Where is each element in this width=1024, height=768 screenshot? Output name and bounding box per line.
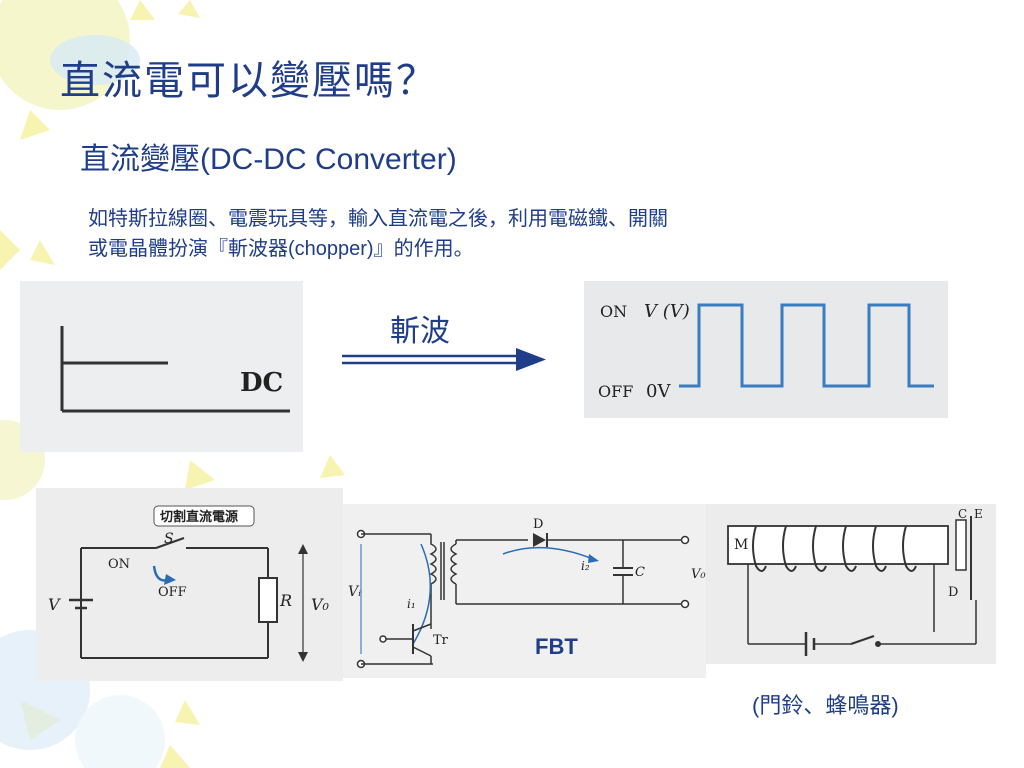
source-v-label: V	[48, 595, 61, 614]
fbt-circuit-figure: Vᵢ D i₁ i₂ C V₀ Tr	[343, 504, 706, 678]
bell-caption: (門鈴、蜂鳴器)	[752, 693, 899, 718]
switch-circuit-figure: 切割直流電源 S ON OFF V R V₀	[36, 488, 343, 681]
fbt-transistor-label: Tr	[433, 633, 449, 648]
fbt-output-label: V₀	[691, 567, 706, 582]
square-wave-line	[679, 303, 934, 388]
double-arrow-icon	[342, 348, 546, 371]
square-wave-figure: ON V (V) OFF 0V	[584, 281, 948, 418]
switch-off-label: OFF	[158, 585, 187, 600]
on-label: ON	[600, 302, 627, 321]
resistor-r-label: R	[279, 591, 292, 610]
zero-volt-label: 0V	[646, 381, 671, 402]
bell-e-label: E	[974, 507, 983, 521]
bell-circuit-figure: M C E D	[706, 504, 996, 664]
body-paragraph: 如特斯拉線圈、電震玩具等，輸入直流電之後，利用電磁鐵、開關 或電晶體扮演『斬波器…	[88, 204, 668, 264]
v-label: V (V)	[644, 301, 690, 322]
body-line-2: 或電晶體扮演『斬波器(chopper)』的作用。	[88, 238, 474, 260]
bell-m-label: M	[734, 537, 748, 553]
slide-title: 直流電可以變壓嗎？	[60, 58, 438, 104]
off-label: OFF	[598, 382, 633, 401]
switch-on-label: ON	[108, 557, 130, 572]
fbt-i1-label: i₁	[407, 597, 416, 611]
body-line-1: 如特斯拉線圈、電震玩具等，輸入直流電之後，利用電磁鐵、開關	[88, 208, 668, 230]
slide-subtitle: 直流變壓(DC-DC Converter)	[80, 143, 457, 176]
switch-s-label: S	[164, 531, 174, 547]
bell-d-label: D	[948, 585, 958, 600]
output-vo-label: V₀	[311, 595, 330, 614]
fbt-input-label: Vᵢ	[348, 584, 361, 600]
fbt-caption: FBT	[535, 634, 578, 659]
fbt-i2-label: i₂	[581, 559, 590, 573]
chop-label: 斬波	[390, 315, 450, 348]
bell-c-label: C	[958, 507, 967, 521]
dc-label: DC	[240, 368, 283, 398]
dc-graph-figure: DC	[20, 281, 303, 452]
fbt-cap-label: C	[635, 565, 645, 580]
fbt-diode-label: D	[533, 517, 543, 532]
switch-tag: 切割直流電源	[160, 509, 238, 525]
